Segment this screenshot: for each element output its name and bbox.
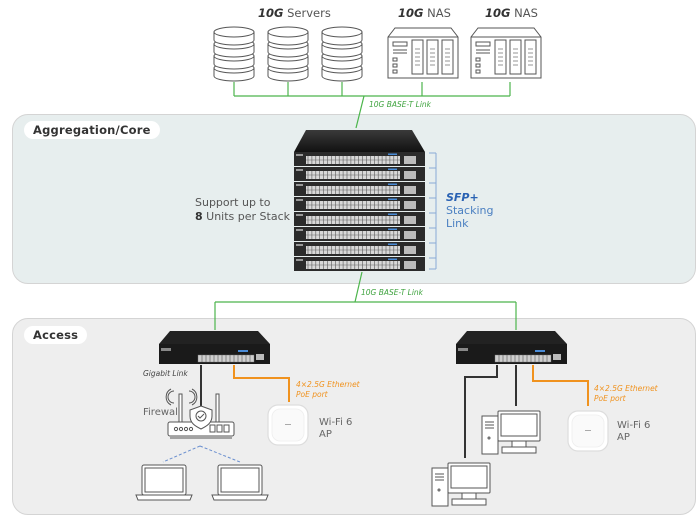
server-icon	[321, 26, 363, 82]
nas-label-1: 10G NAS	[398, 6, 451, 20]
stack-switch-unit	[294, 242, 425, 256]
nas-label-2: 10G NAS	[485, 6, 538, 20]
stack-switch-unit	[294, 182, 425, 196]
access-switch-left	[159, 331, 270, 364]
stack-switch-unit	[294, 257, 425, 271]
stack-support-text: Support up to 8 Units per Stack	[195, 196, 290, 223]
laptop-icon	[135, 464, 193, 501]
stack-switch-unit	[294, 152, 425, 166]
poe-line-right	[532, 365, 589, 406]
stacking-link-label: SFP+ Stacking Link	[446, 191, 494, 230]
access-bus-line	[214, 301, 517, 330]
firewall-router-icon	[165, 388, 235, 439]
wifi6-ap-icon	[267, 404, 309, 446]
server-icon	[213, 26, 255, 82]
gigabit-link-label: Gigabit Link	[143, 369, 188, 378]
pc-link-line-2	[464, 365, 498, 458]
server-icon	[267, 26, 309, 82]
desktop-pc-icon	[481, 410, 541, 455]
server-bus-line	[233, 82, 511, 97]
aggregation-core-title: Aggregation/Core	[24, 121, 160, 139]
wifi-dashed-lines	[162, 445, 241, 463]
stack-switch-unit	[294, 167, 425, 181]
stack-top-cover	[294, 130, 425, 152]
wifi6-ap-icon	[567, 410, 609, 452]
stacking-bracket	[429, 152, 437, 270]
uplink-label: 10G BASE-T Link	[369, 100, 431, 109]
wifi6-ap-label-right: Wi-Fi 6 AP	[617, 420, 651, 443]
switch-stack	[294, 130, 425, 271]
servers-label: 10G Servers	[258, 6, 331, 20]
stack-switch-unit	[294, 197, 425, 211]
access-title: Access	[24, 326, 88, 344]
downlink-label: 10G BASE-T Link	[361, 288, 423, 297]
downlink-line	[354, 271, 363, 303]
poe-port-label-right: 4×2.5G Ethernet PoE port	[594, 384, 658, 403]
nas-icon	[470, 27, 542, 79]
firewall-label: Firewall	[143, 407, 181, 418]
desktop-pc-icon	[431, 462, 491, 507]
stack-switch-unit	[294, 227, 425, 241]
uplink-line	[355, 95, 365, 129]
poe-line-left	[233, 365, 290, 402]
access-switch-right	[456, 331, 567, 364]
stack-switch-unit	[294, 212, 425, 226]
nas-icon	[387, 27, 459, 79]
laptop-icon	[211, 464, 269, 501]
poe-port-label-left: 4×2.5G Ethernet PoE port	[296, 380, 360, 399]
wifi6-ap-label-left: Wi-Fi 6 AP	[319, 417, 353, 440]
